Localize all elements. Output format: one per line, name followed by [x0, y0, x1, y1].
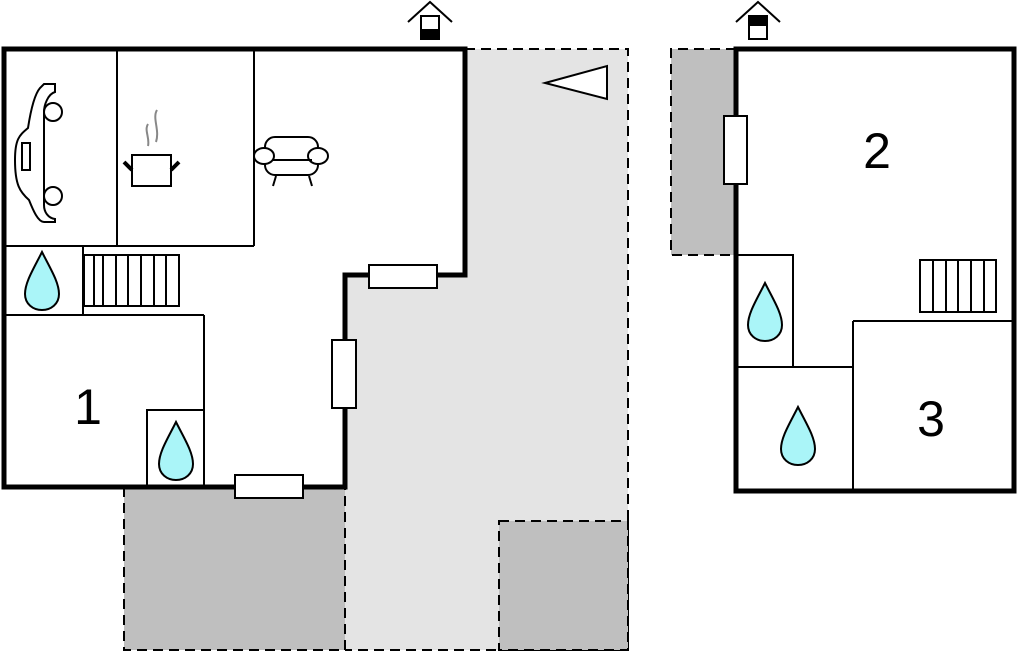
entrance-icon	[407, 1, 453, 40]
room-1-label: 1	[74, 379, 102, 435]
window-icon	[331, 339, 357, 409]
upper-floor: 2 3	[723, 46, 1017, 494]
entrance-icon	[735, 1, 781, 40]
window-icon	[368, 264, 438, 289]
ground-floor: 1	[1, 46, 468, 499]
stairs-icon	[919, 259, 997, 313]
terrace-light	[345, 48, 629, 651]
room-2-label: 2	[863, 123, 891, 179]
cooking-pot-icon	[122, 109, 181, 187]
terrace-dark-left	[123, 487, 346, 651]
car-icon	[13, 83, 63, 223]
window-icon	[723, 115, 748, 185]
stairs-icon	[102, 254, 180, 307]
sofa-icon	[253, 136, 329, 187]
window-icon	[234, 474, 304, 499]
terrace-dark-right	[498, 520, 629, 651]
north-arrow-icon	[541, 64, 608, 101]
room-3-label: 3	[917, 391, 945, 447]
